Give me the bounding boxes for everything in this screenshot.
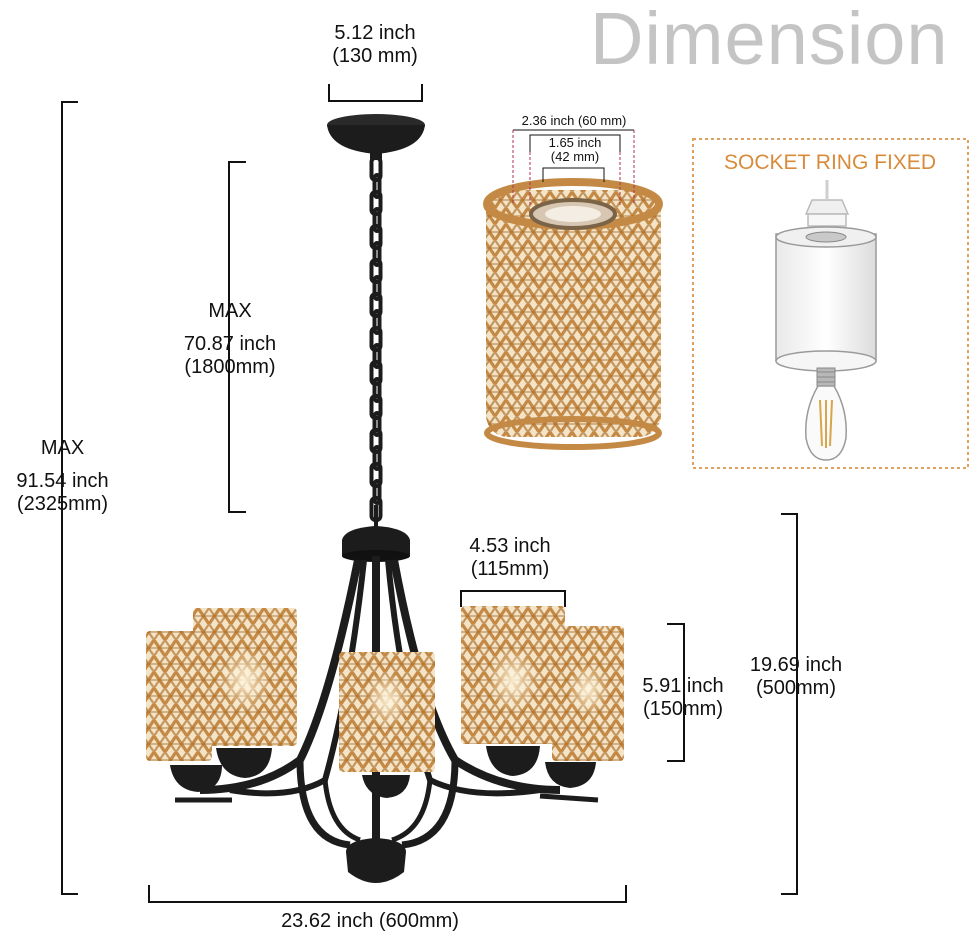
body-height-imperial: 19.69 inch <box>749 654 843 676</box>
max-total-imperial: 91.54 inch <box>16 470 109 492</box>
dimension-lines <box>61 84 798 903</box>
shade-height-metric: (150mm) <box>642 698 723 720</box>
shade-height-imperial: 5.91 inch <box>642 675 724 697</box>
lamp-shade-far-right <box>545 626 624 788</box>
shade-height-label: 5.91 inch (150mm) <box>628 675 738 721</box>
chain-link <box>372 377 382 403</box>
shade-inner-imperial: 1.65 inch <box>548 135 602 150</box>
body-height-metric: (500mm) <box>755 677 836 699</box>
chain-link <box>372 207 382 233</box>
max-chain-metric: (1800mm) <box>184 356 276 378</box>
max-total-metric: (2325mm) <box>16 493 109 515</box>
shade-width-imperial: 4.53 inch <box>469 535 551 557</box>
body-height-label: 19.69 inch (500mm) <box>733 654 859 700</box>
shade-inner-label: 1.65 inch (42 mm) <box>520 135 630 165</box>
lamp-shade-center <box>339 652 435 798</box>
chain-link <box>372 445 382 471</box>
shade-detail <box>483 178 663 450</box>
max-total-title: MAX <box>40 437 85 459</box>
lamp-shade-left <box>193 608 297 778</box>
shade-outer-label: 2.36 inch (60 mm) <box>521 113 627 128</box>
chain-link <box>372 411 382 437</box>
chain-link <box>372 309 382 335</box>
max-chain-title: MAX <box>208 300 252 322</box>
chain-link <box>372 275 382 301</box>
shade-width-metric: (115mm) <box>470 558 550 580</box>
shade-width-label: 4.53 inch (115mm) <box>440 535 580 581</box>
chain-link <box>372 241 382 267</box>
chain-link <box>372 479 382 505</box>
canopy-width-imperial: 5.12 inch <box>334 22 416 44</box>
lamp-shade-right <box>461 606 565 776</box>
max-chain-label: MAX 70.87 inch (1800mm) <box>150 300 310 379</box>
max-total-label: MAX 91.54 inch (2325mm) <box>0 437 125 516</box>
shade-detail-dimension-lines <box>512 129 635 205</box>
chain <box>369 156 383 528</box>
canopy-width-metric: (130 mm) <box>332 45 418 67</box>
shade-inner-metric: (42 mm) <box>550 149 600 165</box>
max-chain-imperial: 70.87 inch <box>183 333 277 355</box>
chain-link <box>372 173 382 199</box>
chain-link <box>372 343 382 369</box>
canopy <box>327 114 425 160</box>
socket-ring-title: SOCKET RING FIXED <box>724 151 936 174</box>
page-title: Dimension <box>590 0 949 80</box>
socket-ring-panel <box>692 138 969 469</box>
canopy-width-label: 5.12 inch (130 mm) <box>300 22 450 68</box>
body-width-label: 23.62 inch (600mm) <box>281 910 459 932</box>
